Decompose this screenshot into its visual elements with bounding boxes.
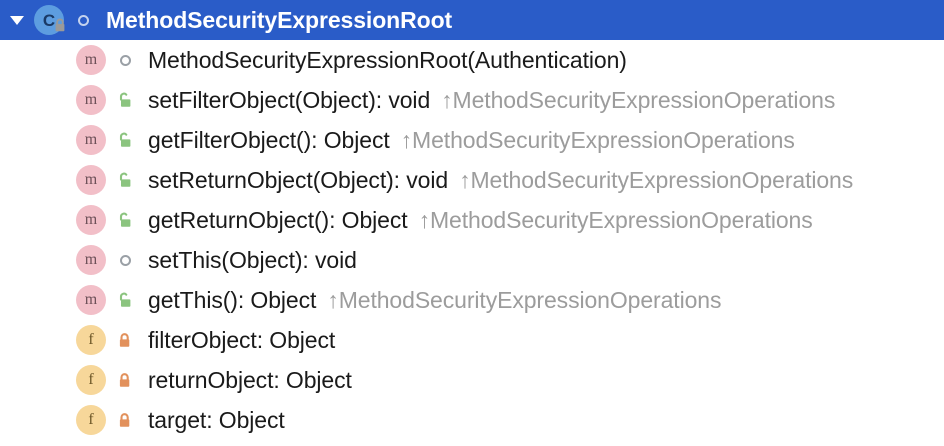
member-list: m MethodSecurityExpressionRoot(Authentica… (0, 40, 944, 440)
lock-open-icon (110, 125, 140, 155)
member-signature-label: getFilterObject(): Object (148, 126, 390, 153)
field-icon: f (76, 325, 106, 355)
inherited-from-name: MethodSecurityExpressionOperations (429, 206, 813, 233)
inherited-from-label: ↑MethodSecurityExpressionOperations (419, 207, 813, 234)
package-private-circle-icon (110, 245, 140, 275)
member-signature-label: returnObject: Object (148, 366, 352, 393)
field-icon-letter: f (76, 365, 106, 395)
tree-node-member[interactable]: m setReturnObject(Object): void ↑MethodSec… (0, 160, 944, 200)
member-signature-label: target: Object (148, 406, 285, 433)
method-icon: m (76, 85, 106, 115)
method-icon-letter: m (76, 205, 106, 235)
method-icon: m (76, 125, 106, 155)
method-icon: m (76, 205, 106, 235)
method-icon: m (76, 245, 106, 275)
method-icon-letter: m (76, 245, 106, 275)
lock-open-icon (110, 85, 140, 115)
member-signature-label: filterObject: Object (148, 326, 336, 353)
field-icon: f (76, 405, 106, 435)
field-icon-letter: f (76, 325, 106, 355)
indent-spacer (0, 200, 76, 240)
member-signature-label: setFilterObject(Object): void (148, 86, 431, 113)
indent-spacer (0, 240, 76, 280)
member-signature-label: MethodSecurityExpressionRoot(Authenticat… (148, 46, 627, 73)
indent-spacer (0, 160, 76, 200)
member-signature-label: setThis(Object): void (148, 246, 357, 273)
inherited-arrow-icon: ↑ (459, 166, 471, 193)
indent-spacer (0, 120, 76, 160)
method-icon-letter: m (76, 85, 106, 115)
triangle-down-icon[interactable] (0, 0, 34, 40)
indent-spacer (0, 400, 76, 440)
field-icon: f (76, 365, 106, 395)
inherited-from-name: MethodSecurityExpressionOperations (412, 126, 795, 153)
tree-node-member[interactable]: f filterObject: Object (0, 320, 944, 360)
tree-node-member[interactable]: m MethodSecurityExpressionRoot(Authentica… (0, 40, 944, 80)
lock-open-icon (110, 285, 140, 315)
package-private-circle-icon (110, 45, 140, 75)
inherited-from-name: MethodSecurityExpressionOperations (338, 286, 722, 313)
member-signature-label: setReturnObject(Object): void (148, 166, 449, 193)
inherited-arrow-icon: ↑ (400, 126, 413, 153)
tree-node-member[interactable]: m getReturnObject(): Object ↑MethodSecurit… (0, 200, 944, 240)
method-icon-letter: m (76, 165, 106, 195)
package-private-circle-icon (68, 5, 98, 35)
method-icon: m (76, 285, 106, 315)
tree-node-member[interactable]: m getFilterObject(): Object ↑MethodSecurit… (0, 120, 944, 160)
lock-closed-icon (110, 365, 140, 395)
tree-node-member[interactable]: m setThis(Object): void (0, 240, 944, 280)
method-icon-letter: m (76, 125, 106, 155)
class-name-label: MethodSecurityExpressionRoot (106, 6, 453, 33)
indent-spacer (0, 320, 76, 360)
tree-node-member[interactable]: m setFilterObject(Object): void ↑MethodSec… (0, 80, 944, 120)
member-signature-label: getThis(): Object (148, 286, 317, 313)
inherited-from-label: ↑MethodSecurityExpressionOperations (401, 127, 795, 154)
member-signature-label: getReturnObject(): Object (148, 206, 408, 233)
method-icon: m (76, 165, 106, 195)
lock-open-icon (110, 165, 140, 195)
field-icon-letter: f (76, 405, 106, 435)
inherited-arrow-icon: ↑ (418, 206, 431, 233)
lock-closed-icon (53, 17, 67, 38)
lock-open-icon (110, 205, 140, 235)
tree-node-member[interactable]: m getThis(): Object ↑MethodSecurityExpress… (0, 280, 944, 320)
inherited-from-label: ↑MethodSecurityExpressionOperations (459, 167, 853, 194)
indent-spacer (0, 280, 76, 320)
inherited-arrow-icon: ↑ (441, 86, 453, 113)
method-icon: m (76, 45, 106, 75)
method-icon-letter: m (76, 285, 106, 315)
lock-closed-icon (110, 325, 140, 355)
inherited-from-label: ↑MethodSecurityExpressionOperations (441, 87, 835, 114)
indent-spacer (0, 40, 76, 80)
tree-node-member[interactable]: f returnObject: Object (0, 360, 944, 400)
inherited-from-name: MethodSecurityExpressionOperations (470, 166, 854, 193)
inherited-from-name: MethodSecurityExpressionOperations (452, 86, 836, 113)
method-icon-letter: m (76, 45, 106, 75)
lock-closed-icon (110, 405, 140, 435)
tree-node-member[interactable]: f target: Object (0, 400, 944, 440)
indent-spacer (0, 80, 76, 120)
class-icon: C (34, 5, 67, 38)
indent-spacer (0, 360, 76, 400)
inherited-arrow-icon: ↑ (327, 286, 339, 313)
tree-node-class-root[interactable]: C MethodSecurityExpressionRoot (0, 0, 944, 40)
inherited-from-label: ↑MethodSecurityExpressionOperations (327, 287, 721, 314)
